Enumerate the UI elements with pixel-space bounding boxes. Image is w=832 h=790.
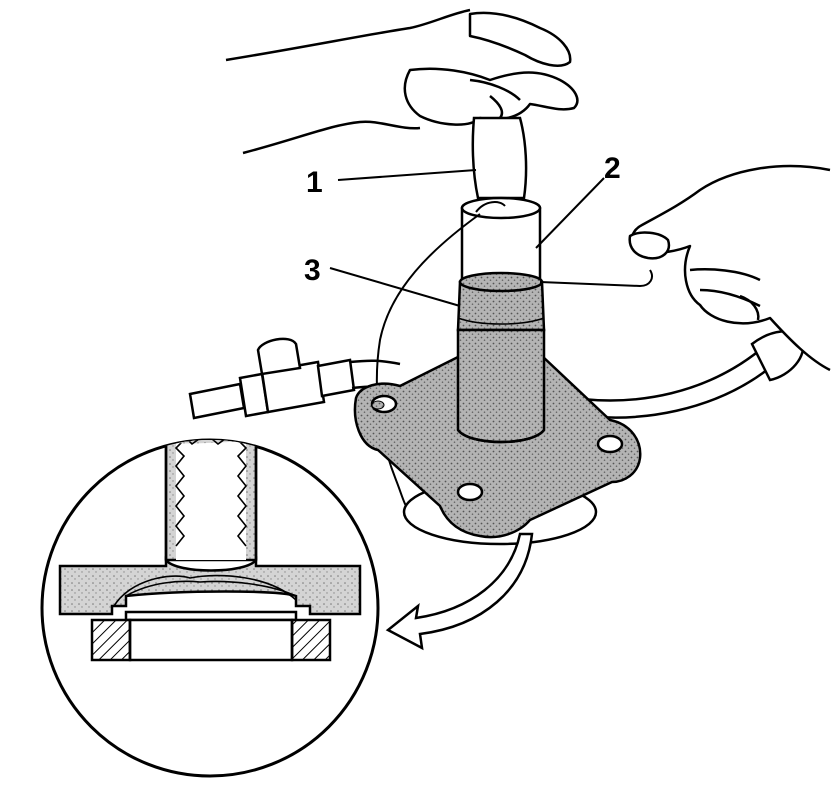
right-hand	[628, 164, 831, 372]
wire-lead	[375, 213, 653, 513]
hose-right	[558, 330, 805, 419]
seal-bushing	[456, 271, 546, 332]
tool-handle	[471, 116, 528, 200]
leader-lines	[329, 169, 605, 307]
callout-1: 1	[306, 166, 323, 199]
installer-tool	[460, 196, 542, 284]
detail-view	[40, 438, 380, 778]
air-fitting	[188, 337, 401, 420]
upper-hand	[225, 8, 579, 155]
callout-3: 3	[304, 254, 321, 287]
callout-2: 2	[604, 152, 621, 185]
housing-base	[353, 328, 642, 546]
detail-arrow	[385, 532, 534, 651]
callouts: 1 2 3	[304, 152, 621, 287]
